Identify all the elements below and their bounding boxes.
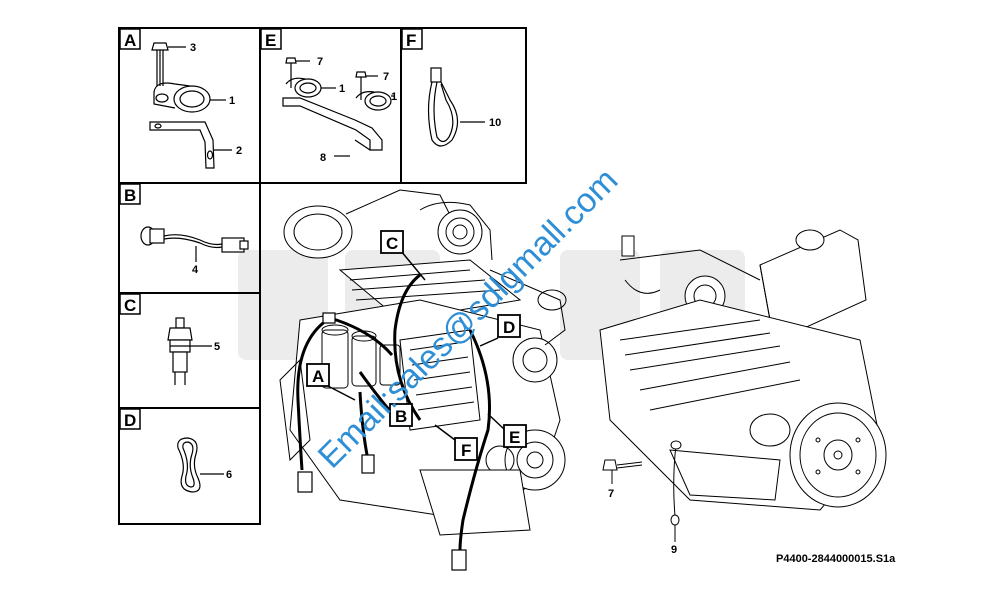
rear-engine: [599, 229, 887, 542]
panel-d-callout-6: 6: [226, 469, 232, 481]
engine-tag-c: C: [380, 230, 426, 281]
engine-tag-d-letter: D: [503, 318, 515, 337]
panel-a-callout-2: 2: [236, 145, 242, 157]
panel-e-letter: E: [265, 31, 276, 50]
panel-b-sensor: [140, 226, 249, 262]
panel-c-callout-5: 5: [214, 341, 220, 353]
engine-tag-b: B: [377, 399, 413, 427]
panel-f-letter: F: [406, 31, 416, 50]
engine-tag-b-letter: B: [395, 407, 407, 426]
detail-panels: [118, 27, 527, 525]
engine-tag-a: A: [306, 363, 356, 401]
panel-b-letter-box: B: [119, 183, 141, 205]
panel-a-callout-3: 3: [190, 42, 196, 54]
panel-a-clamp-bracket: [149, 42, 232, 169]
harness-connectors: [297, 312, 467, 571]
panel-e-callout-8: 8: [320, 152, 326, 164]
panel-a-letter: A: [124, 31, 136, 50]
panel-f-callout-10: 10: [489, 117, 501, 129]
panel-b-letter: B: [124, 186, 136, 205]
panel-e-callout-1a: 1: [339, 83, 345, 95]
engine-tag-f-letter: F: [461, 441, 471, 460]
panel-e-letter-box: E: [260, 28, 282, 50]
engine-tag-f: F: [434, 424, 478, 461]
panel-c-letter: C: [124, 296, 136, 315]
front-engine: [279, 189, 567, 536]
engine-tag-e: E: [487, 413, 527, 448]
panel-e-clamp-bracket: [282, 57, 394, 157]
panel-d-letter: D: [124, 411, 136, 430]
panel-f-cable-tie: [427, 67, 485, 147]
engine-tag-e-letter: E: [509, 428, 520, 447]
engine-tag-a-letter: A: [312, 367, 324, 386]
rear-callout-7: 7: [608, 488, 614, 500]
part-code: P4400-2844000015.S1a: [776, 553, 896, 565]
panel-c-sender: [167, 317, 212, 385]
panel-e-callout-7a: 7: [317, 56, 323, 68]
panel-a-callout-1: 1: [229, 95, 235, 107]
panel-f-letter-box: F: [401, 28, 423, 50]
panel-b-callout-4: 4: [192, 264, 199, 276]
panel-c-letter-box: C: [119, 293, 141, 315]
panel-e-callout-1b: 1: [391, 91, 397, 103]
engine-tag-d: D: [479, 314, 521, 347]
panel-d-band: [177, 437, 224, 493]
panel-d-letter-box: D: [119, 408, 141, 430]
panel-a-letter-box: A: [119, 28, 141, 50]
rear-callout-9: 9: [671, 544, 677, 556]
engine-tag-c-letter: C: [386, 234, 398, 253]
panel-e-callout-7b: 7: [383, 71, 389, 83]
